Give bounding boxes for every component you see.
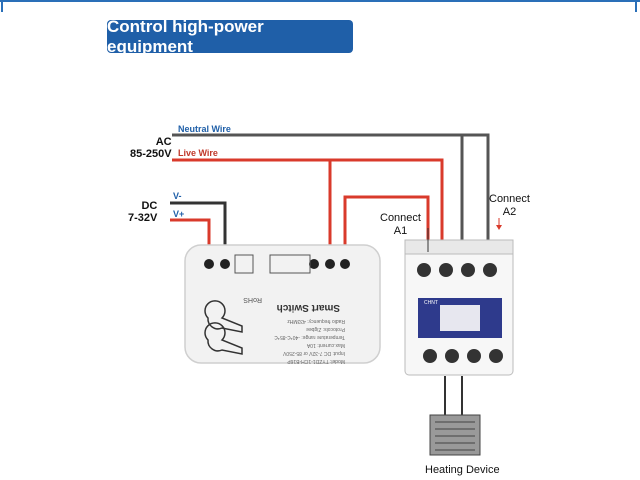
contactor-brand: CHNT: [424, 300, 438, 306]
neutral-wire: [172, 133, 490, 268]
terminal-dc-minus: [220, 259, 230, 269]
ac-label: AC 85-250V: [130, 136, 172, 160]
switch-spec-0: Model: TYZD1-1CH-B16P: [287, 358, 345, 364]
connect-a2-line2: A2: [502, 206, 517, 218]
connect-a1-line1: Connect: [380, 212, 421, 224]
connect-a2-line1: Connect: [489, 193, 530, 205]
switch-spec-3: Temperature range: -40℃-85℃: [274, 334, 345, 340]
button-icon: [204, 300, 243, 333]
switch-name-text: Smart Switch: [277, 302, 340, 313]
heating-device-label: Heating Device: [425, 464, 500, 476]
ac-voltage: 85-250V: [130, 148, 172, 160]
terminal-2: [325, 259, 335, 269]
switch-spec-2: Max.current: 10A: [306, 342, 345, 348]
switch-spec-1: Input: DC 7-32V or 85-250V: [282, 350, 345, 356]
terminal-dc-plus: [204, 259, 214, 269]
v-minus-label: V-: [173, 191, 182, 201]
live-wire: [172, 158, 444, 268]
neutral-wire-label: Neutral Wire: [178, 124, 231, 134]
switch-rohs-text: RoHS: [243, 296, 262, 303]
dc-label: DC 7-32V: [128, 200, 157, 224]
live-wire-label: Live Wire: [178, 148, 218, 158]
smart-switch-module: RoHS Model: TYZD1-1CH-B16P Input: DC 7-3…: [184, 244, 381, 364]
button-icon-2: [204, 322, 243, 355]
v-plus-label: V+: [173, 209, 185, 219]
dc-voltage: 7-32V: [128, 212, 158, 224]
dc-negative-wire: [170, 201, 227, 262]
dc-text: DC: [141, 200, 158, 212]
connect-a2-label: Connect A2: [489, 193, 530, 219]
switch-spec-5: Radio frequency: 433MHz: [287, 318, 345, 324]
connect-a1-line2: A1: [393, 225, 408, 237]
terminal-3: [340, 259, 350, 269]
switch-spec-4: Protocols: Zigbee: [306, 326, 345, 332]
ac-text: AC: [155, 136, 172, 148]
heating-device-icon: [429, 414, 481, 456]
terminal-1: [309, 259, 319, 269]
page-title: Control high-power equipment: [107, 17, 353, 56]
relay-out-wire: [343, 195, 430, 262]
connect-a1-label: Connect A1: [380, 212, 421, 238]
contactor: CHNT: [404, 239, 514, 376]
